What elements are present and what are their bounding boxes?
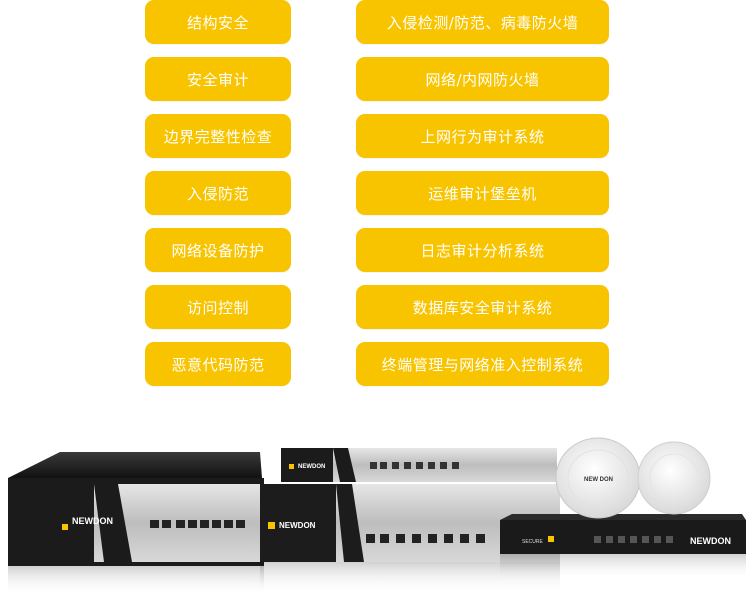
- brand-logo-small: NEWDON: [690, 536, 731, 546]
- pill-left-7: 恶意代码防范: [145, 342, 291, 386]
- pill-right-2: 网络/内网防火墙: [356, 57, 609, 101]
- pill-right-1: 入侵检测/防范、病毒防火墙: [356, 0, 609, 44]
- pill-left-6: 访问控制: [145, 285, 291, 329]
- device-badge-text: SECURE: [522, 539, 544, 545]
- wireless-ap-small: [637, 441, 711, 515]
- pill-right-6: 数据库安全审计系统: [356, 285, 609, 329]
- hardware-products-image: NEWDON NEWDON NEWDON NEWDON SECURE NEW D…: [8, 437, 746, 596]
- pill-left-1: 结构安全: [145, 0, 291, 44]
- pill-right-7: 终端管理与网络准入控制系统: [356, 342, 609, 386]
- brand-logo-large: NEWDON: [72, 516, 113, 526]
- wireless-ap-large: [555, 437, 641, 519]
- rack-device-top: [281, 448, 557, 482]
- brand-logo-top: NEWDON: [298, 464, 325, 470]
- pill-right-3: 上网行为审计系统: [356, 114, 609, 158]
- pill-left-3: 边界完整性检查: [145, 114, 291, 158]
- brand-logo-front: NEWDON: [279, 521, 316, 530]
- pill-left-2: 安全审计: [145, 57, 291, 101]
- pill-right-4: 运维审计堡垒机: [356, 171, 609, 215]
- ap-logo-text: NEW DON: [584, 477, 613, 483]
- small-security-device: [500, 514, 746, 580]
- pill-left-4: 入侵防范: [145, 171, 291, 215]
- pill-left-5: 网络设备防护: [145, 228, 291, 272]
- firewall-device-large: [8, 452, 264, 596]
- pill-right-5: 日志审计分析系统: [356, 228, 609, 272]
